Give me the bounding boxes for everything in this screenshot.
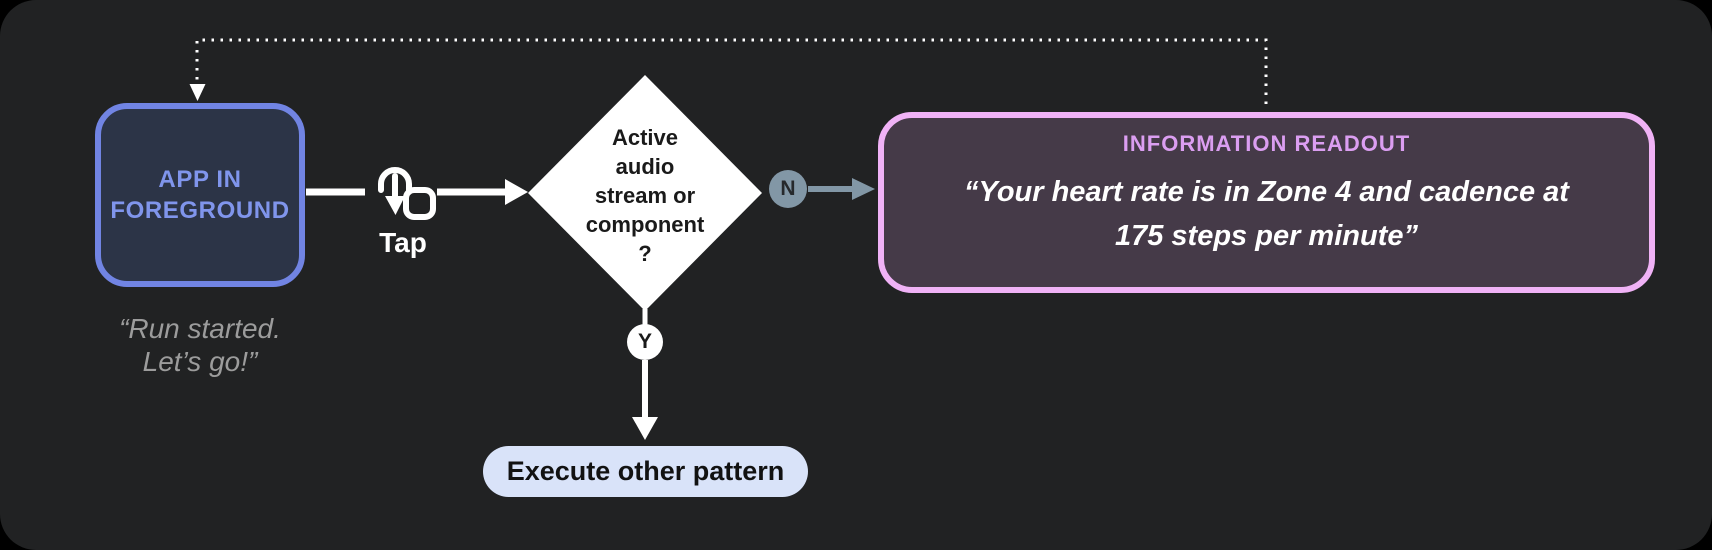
feedback-loop-connector — [189, 38, 1268, 104]
tap-icon-target-square — [403, 187, 436, 220]
app-foreground-label: APP IN FOREGROUND — [110, 166, 290, 224]
app-start-quote: “Run started. Let’s go!” — [119, 313, 281, 377]
readout-arrowhead — [852, 178, 875, 200]
feedback-loop-arrowhead — [189, 84, 206, 101]
no-branch-connector — [808, 178, 875, 200]
yes-branch-badge: Y — [627, 324, 663, 360]
execute-other-pattern-label: Execute other pattern — [506, 456, 785, 486]
tap-gesture-icon — [378, 167, 436, 220]
yes-branch-connector — [632, 309, 658, 440]
decision-diamond — [528, 75, 762, 311]
tap-step-label: Tap — [379, 227, 427, 258]
decision-label: Active audio stream or component ? — [585, 124, 705, 266]
information-readout-quote: “Your heart rate is in Zone 4 and cadenc… — [964, 176, 1569, 252]
tap-icon-arc — [378, 167, 412, 195]
information-readout-node: INFORMATION READOUT “Your heart rate is … — [878, 112, 1655, 293]
execute-arrowhead — [632, 417, 658, 440]
tap-icon-arrowhead — [385, 196, 405, 215]
app-to-decision-connector — [306, 179, 528, 205]
information-readout-title: INFORMATION READOUT — [1122, 131, 1411, 156]
feedback-loop-dotted-line — [195, 38, 1268, 104]
no-branch-badge: N — [769, 170, 807, 208]
execute-other-pattern-node: Execute other pattern — [483, 446, 808, 497]
decision-arrowhead — [505, 179, 528, 205]
app-foreground-node: APP IN FOREGROUND — [95, 103, 305, 287]
